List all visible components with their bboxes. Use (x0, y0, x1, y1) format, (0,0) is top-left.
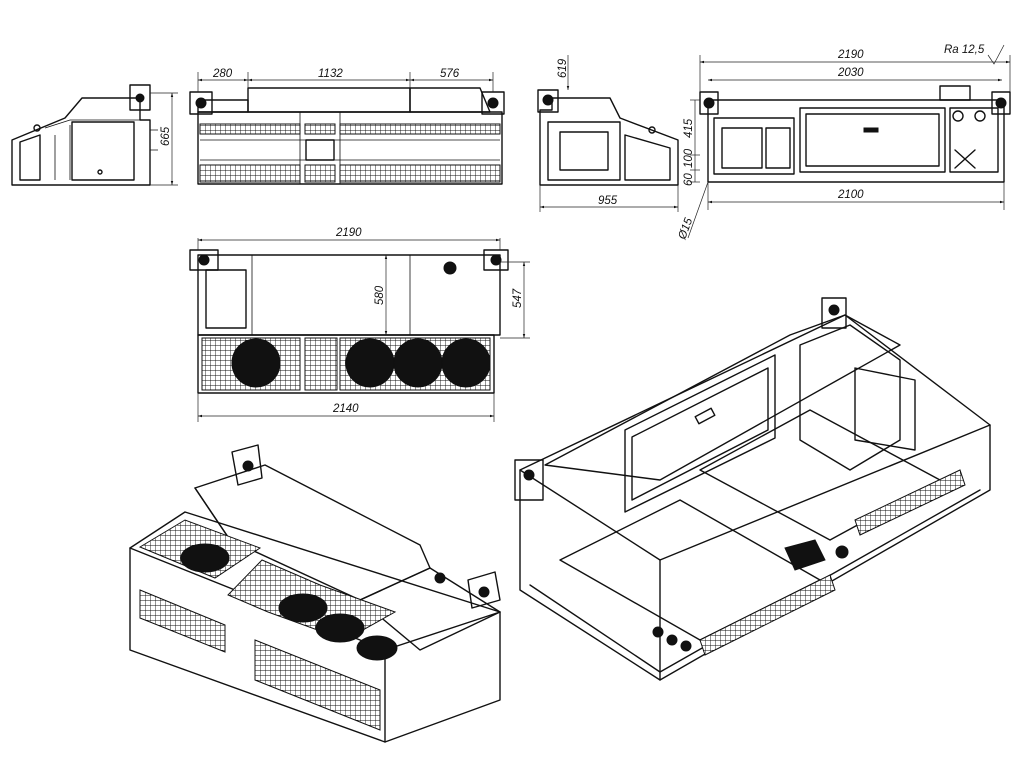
surface-finish-symbol (987, 44, 1005, 65)
dim-2190-back: 2190 (837, 49, 864, 61)
side-view-right: 955 619 (537, 55, 679, 212)
dim-2140: 2140 (332, 403, 359, 415)
dim-576: 576 (440, 68, 460, 80)
top-view: 2190 2140 580 547 (189, 227, 530, 422)
dim-1132: 1132 (318, 68, 343, 80)
dim-2030: 2030 (837, 67, 864, 79)
dim-665: 665 (160, 126, 172, 146)
dim-619: 619 (557, 58, 569, 78)
surface-finish-label: Ra 12,5 (944, 44, 985, 56)
dim-415: 415 (683, 118, 695, 138)
dim-hole-15: Ø15 (676, 216, 695, 242)
dim-280: 280 (212, 68, 233, 80)
dim-2100: 2100 (837, 189, 864, 201)
isometric-view-top (129, 444, 501, 743)
dim-2190-top: 2190 (335, 227, 362, 239)
isometric-view-bottom (514, 297, 991, 681)
front-view: 280 1132 576 (189, 68, 505, 185)
back-view: 2190 2030 2100 415 100 60 Ø15 Ra 12,5 (676, 44, 1011, 242)
dim-100: 100 (683, 148, 695, 168)
dim-955: 955 (598, 195, 618, 207)
dim-547: 547 (512, 288, 524, 308)
dim-60: 60 (683, 173, 695, 186)
side-view-left: 665 (11, 84, 178, 186)
dim-580: 580 (374, 285, 386, 305)
